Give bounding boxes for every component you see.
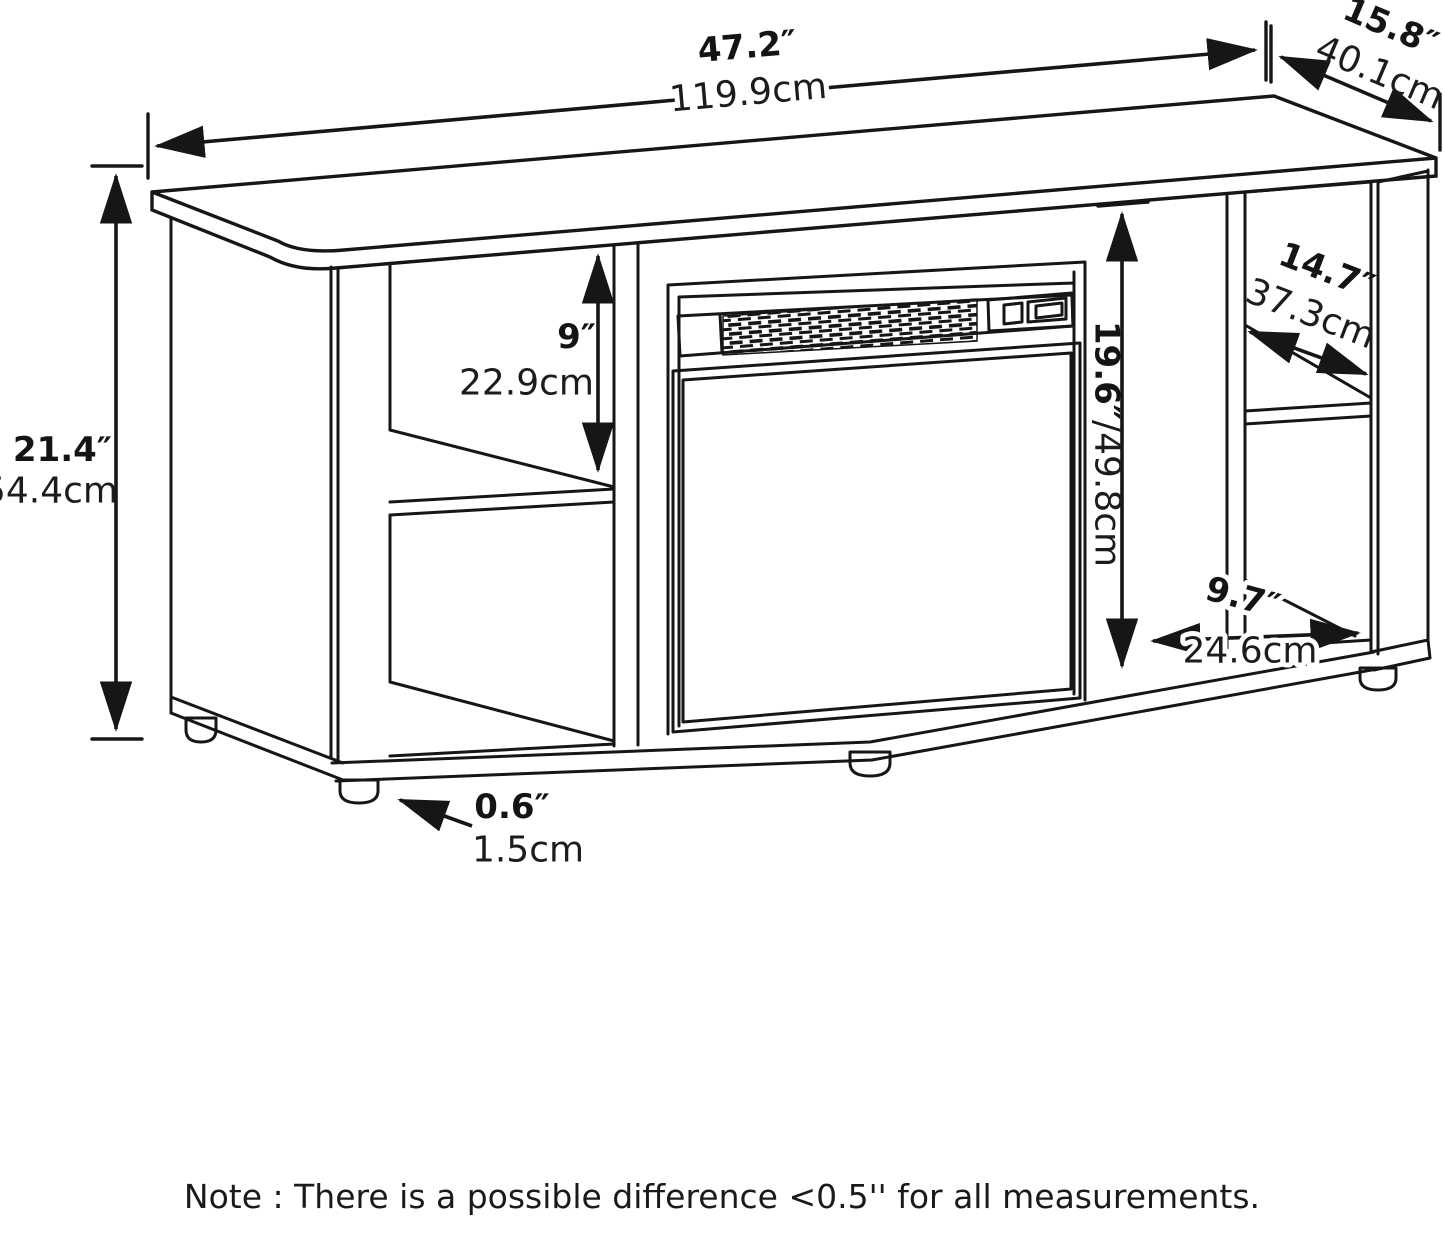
width-cm-label: 119.9cm: [668, 66, 829, 121]
furniture-outline: [150, 94, 1438, 805]
fireplace-frame: [666, 260, 1087, 736]
left-shelf: [388, 428, 616, 517]
dimension-right-shelf: 14.7″ 37.3cm: [1240, 234, 1381, 376]
dimension-height: 21.4″ 54.4cm: [0, 164, 144, 741]
display-button: [1026, 296, 1068, 324]
dimension-width: 47.2″ 119.9cm: [146, 20, 1268, 180]
foot-center: [848, 750, 892, 778]
right-bottom-inches-label: 9.7″: [1201, 569, 1284, 627]
height-cm-label: 54.4cm: [0, 471, 118, 512]
right-cubby-top-edge: [1243, 180, 1373, 194]
vent-grille-bricks: [722, 298, 978, 356]
width-inches-label: 47.2″: [696, 23, 798, 71]
foot-front-left: [338, 778, 380, 805]
power-button: [1002, 301, 1024, 326]
right-divider: [1225, 192, 1247, 664]
foot-right: [1358, 666, 1398, 692]
tabletop-edge: [150, 156, 1438, 271]
center-divider: [612, 241, 640, 748]
fireplace-insert: [666, 260, 1087, 736]
foot-inches-label: 0.6″: [474, 787, 549, 827]
right-side-panel: [1369, 168, 1432, 672]
left-shelf-cm-label: 22.9cm: [459, 363, 594, 404]
vent-grille: [676, 293, 1075, 358]
control-panel: [986, 291, 1075, 333]
foot-back-left: [184, 716, 218, 744]
dimension-center-opening: 19.6″/49.8cm: [1086, 200, 1150, 669]
base-plinth: [330, 650, 1379, 783]
dimension-left-shelf: 9″ 22.9cm: [459, 253, 615, 473]
glass-door: [671, 341, 1082, 734]
feet: [184, 666, 1398, 805]
tabletop-surface: [151, 94, 1437, 253]
left-shelf-inches-label: 9″: [557, 317, 596, 357]
note-text: Note : There is a possible difference <0…: [184, 1177, 1260, 1216]
right-bottom-cm-label: 24.6cm: [1182, 631, 1317, 672]
center-opening-label: 19.6″/49.8cm: [1086, 321, 1127, 567]
left-cubby-floor: [388, 680, 616, 758]
dimension-foot: 0.6″ 1.5cm: [397, 787, 584, 871]
height-inches-label: 21.4″: [13, 430, 112, 470]
foot-cm-label: 1.5cm: [472, 830, 584, 871]
left-side-panel: [169, 216, 345, 782]
